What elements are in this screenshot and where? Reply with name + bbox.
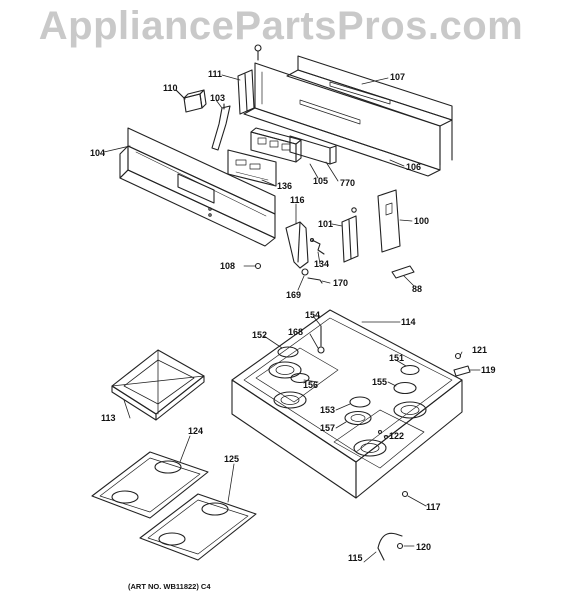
- callout-120: 120: [416, 542, 432, 552]
- callout-170: 170: [333, 278, 349, 288]
- callout-113: 113: [101, 413, 116, 423]
- art-number: (ART NO. WB11822) C4: [128, 582, 211, 591]
- part-151-burner-cap: [400, 364, 420, 376]
- callout-151: 151: [389, 353, 405, 363]
- part-88-knob: [391, 265, 415, 279]
- part-153-burner-cap: [349, 396, 371, 408]
- part-134-screw: [309, 237, 325, 255]
- callout-116: 116: [290, 195, 305, 205]
- callout-156: 156: [303, 380, 319, 390]
- part-152-burner-cap: [277, 346, 299, 358]
- callout-114: 114: [401, 317, 416, 327]
- callout-106: 106: [406, 162, 422, 172]
- callout-122: 122: [389, 431, 405, 441]
- part-106-backguard: [243, 44, 441, 177]
- part-100-bracket: [377, 189, 401, 253]
- callout-119: 119: [481, 365, 496, 375]
- callout-770: 770: [340, 178, 356, 188]
- part-111-end-cap: [237, 69, 255, 115]
- part-116-side-trim: [285, 221, 309, 269]
- callout-110: 110: [163, 83, 178, 93]
- part-155-burner-head: [393, 381, 417, 395]
- part-121-screw: [454, 352, 462, 360]
- watermark: AppliancePartsPros.com: [38, 4, 524, 48]
- callout-134: 134: [314, 259, 330, 269]
- callout-104: 104: [90, 148, 106, 158]
- callout-121: 121: [472, 345, 488, 355]
- part-117-screw: [401, 490, 409, 498]
- callout-168: 168: [288, 327, 304, 337]
- callout-152: 152: [252, 330, 268, 340]
- leader-lines: [103, 74, 481, 563]
- part-110-switch: [175, 89, 207, 113]
- callout-100: 100: [414, 216, 430, 226]
- part-105-control-board: [250, 127, 302, 163]
- part-120-screw: [396, 542, 404, 550]
- part-170-clip: [307, 277, 323, 284]
- callout-125: 125: [224, 454, 240, 464]
- part-101-end-cap: [341, 207, 359, 263]
- callout-108: 108: [220, 261, 236, 271]
- callout-111: 111: [208, 69, 223, 79]
- part-125-drip-pan: [139, 493, 257, 561]
- part-115-hinge-rod: [377, 532, 403, 561]
- part-770-electronic-control: [289, 135, 337, 165]
- callout-169: 169: [286, 290, 302, 300]
- part-169-screw: [301, 268, 309, 276]
- callout-155: 155: [372, 377, 388, 387]
- part-119-bracket: [453, 365, 471, 377]
- part-124-drip-pan: [91, 451, 209, 519]
- part-107-vent-trim: [286, 55, 453, 166]
- part-113-burner-grate: [111, 349, 205, 421]
- callout-88: 88: [412, 284, 423, 294]
- callout-117: 117: [426, 502, 441, 512]
- callout-101: 101: [318, 219, 334, 229]
- part-103-bracket: [211, 103, 231, 151]
- part-122-spreader: [377, 429, 389, 440]
- part-108-screw: [243, 262, 262, 270]
- part-136-overlay: [227, 149, 277, 187]
- callout-153: 153: [320, 405, 336, 415]
- callout-124: 124: [188, 426, 204, 436]
- callout-103: 103: [210, 93, 226, 103]
- callout-105: 105: [313, 176, 329, 186]
- callout-136: 136: [277, 181, 293, 191]
- callout-154: 154: [305, 310, 321, 320]
- callout-115: 115: [348, 553, 363, 563]
- callout-107: 107: [390, 72, 406, 82]
- part-114-cooktop: [231, 309, 463, 499]
- callout-157: 157: [320, 423, 336, 433]
- part-156-burner-head: [290, 372, 310, 384]
- part-104-control-panel: [119, 127, 276, 247]
- part-157-burner-head: [344, 410, 372, 426]
- part-168-orifice: [317, 346, 325, 354]
